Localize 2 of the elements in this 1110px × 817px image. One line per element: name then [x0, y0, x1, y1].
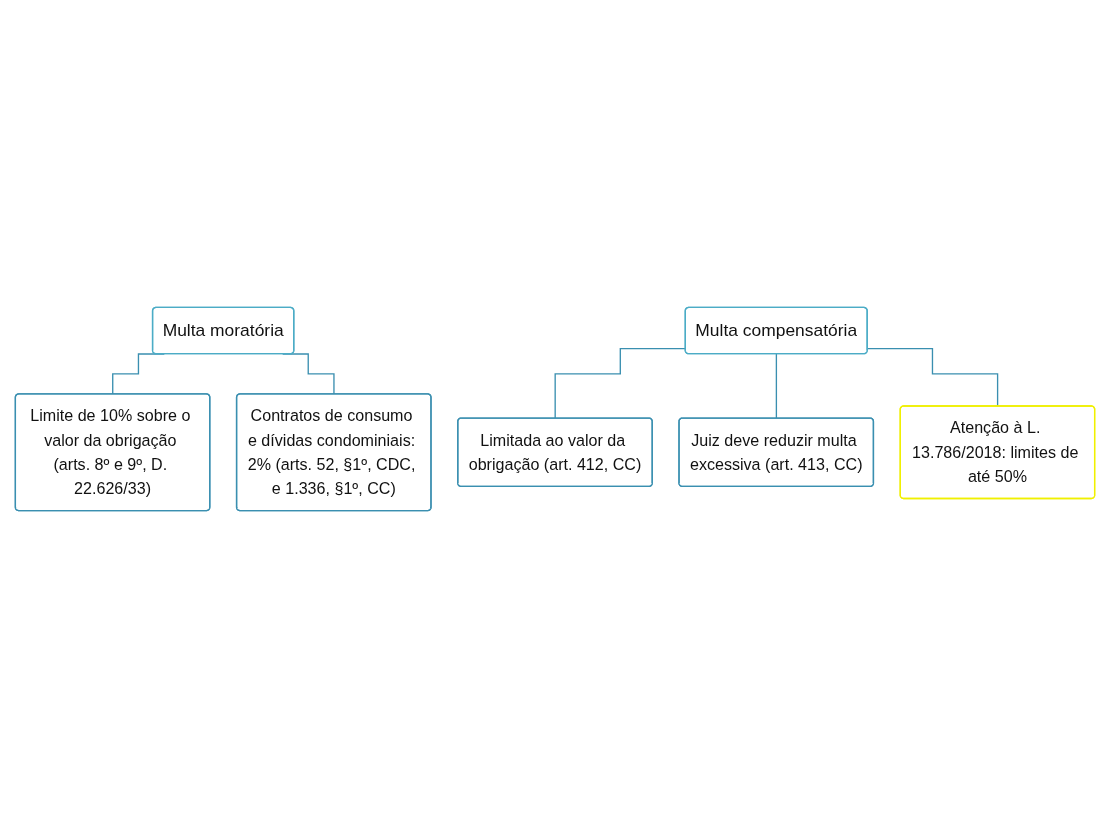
connector: [866, 347, 999, 407]
connector: [775, 352, 778, 419]
